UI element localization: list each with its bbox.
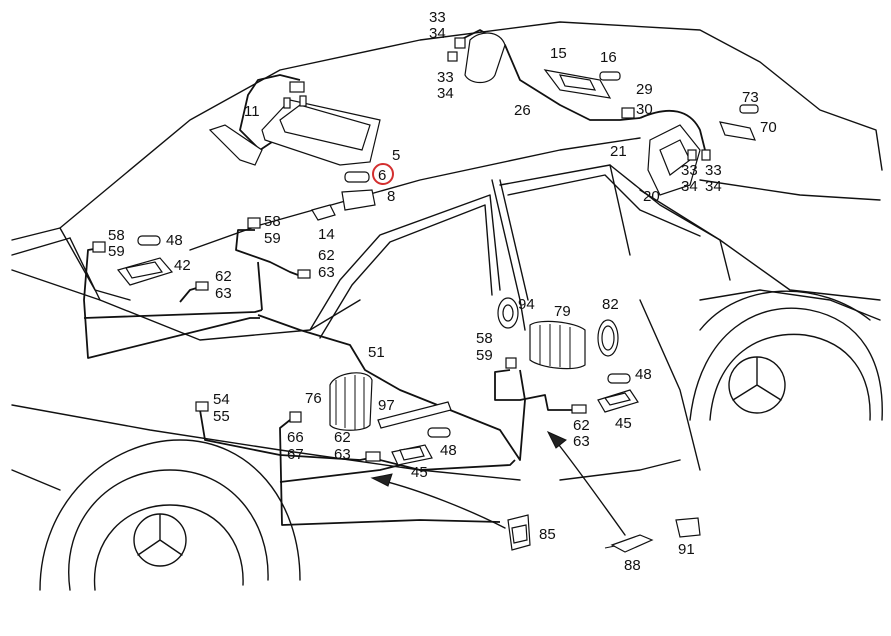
connector-58-59-mid	[247, 217, 261, 229]
connector-66-67	[289, 411, 302, 423]
callout-63d: 63	[334, 446, 351, 463]
callout-88: 88	[624, 557, 641, 574]
bulb-48-left	[137, 235, 161, 246]
lamp-45-right	[597, 389, 639, 413]
boot-79	[529, 320, 586, 370]
rear-wheel	[689, 290, 883, 421]
callout-58b: 58	[264, 213, 281, 230]
callout-66: 66	[287, 429, 304, 446]
callout-67: 67	[287, 446, 304, 463]
callout-45b: 45	[411, 464, 428, 481]
lamp-42	[116, 257, 174, 286]
callout-29: 29	[636, 81, 653, 98]
callout-21: 21	[610, 143, 627, 160]
callout-63b: 63	[318, 264, 335, 281]
callout-58a: 58	[108, 227, 125, 244]
callout-26: 26	[514, 102, 531, 119]
clip-91	[675, 517, 701, 538]
connector-62-63-door	[571, 404, 587, 414]
front-wheel	[39, 439, 301, 591]
callout-6: 6	[378, 167, 386, 184]
callout-34b: 34	[437, 85, 454, 102]
callout-16: 16	[600, 49, 617, 66]
rear-reading-lamp	[447, 32, 506, 84]
clip-14	[311, 204, 336, 221]
wiring-harness	[83, 29, 706, 526]
callout-48b: 48	[635, 366, 652, 383]
callout-54: 54	[213, 391, 230, 408]
switch-85	[507, 514, 531, 551]
bulb-48-lower	[427, 427, 451, 438]
connector-54-55	[195, 401, 209, 412]
rod-97	[377, 401, 452, 429]
callout-62d: 62	[334, 429, 351, 446]
boot-76	[329, 372, 373, 431]
connector-62-63-mid	[297, 269, 311, 279]
callout-58c: 58	[476, 330, 493, 347]
callout-20: 20	[643, 188, 660, 205]
callout-85: 85	[539, 526, 556, 543]
lamp-70	[719, 104, 759, 141]
callout-59c: 59	[476, 347, 493, 364]
switch-88	[604, 534, 654, 553]
callout-33d: 33	[705, 162, 722, 179]
connector-58-59-left	[92, 241, 106, 253]
connector-62-63-lower	[365, 451, 381, 462]
lamp-15	[543, 69, 621, 99]
callout-59a: 59	[108, 243, 125, 260]
arrow-88	[546, 430, 626, 536]
lamp-20	[647, 124, 711, 196]
callout-94: 94	[518, 296, 535, 313]
lamp-45-lower	[391, 444, 433, 466]
callout-51: 51	[368, 344, 385, 361]
callout-34c: 34	[681, 178, 698, 195]
callout-59b: 59	[264, 230, 281, 247]
callout-34d: 34	[705, 178, 722, 195]
connector-62-63-left	[195, 281, 209, 291]
callout-97: 97	[378, 397, 395, 414]
speaker-94	[497, 297, 519, 329]
callout-8: 8	[387, 188, 395, 205]
lens-8	[341, 189, 376, 211]
callout-91: 91	[678, 541, 695, 558]
callout-76: 76	[305, 390, 322, 407]
callout-labels: 33 34 33 34 15 16 29 30 73 70 26 11 5 6 …	[108, 9, 777, 574]
callout-48a: 48	[166, 232, 183, 249]
callout-33c: 33	[681, 162, 698, 179]
callout-11: 11	[244, 103, 260, 120]
callout-62b: 62	[318, 247, 335, 264]
callout-33b: 33	[437, 69, 454, 86]
connector-58-59-door	[505, 357, 517, 369]
callout-48c: 48	[440, 442, 457, 459]
callout-45a: 45	[615, 415, 632, 432]
arrow-85	[370, 473, 506, 529]
dome-light-assembly	[208, 81, 381, 166]
callout-79: 79	[554, 303, 571, 320]
callout-14: 14	[318, 226, 335, 243]
callout-42: 42	[174, 257, 191, 274]
callout-15: 15	[550, 45, 567, 62]
callout-34a: 34	[429, 25, 446, 42]
bulb-48-right	[607, 373, 631, 384]
callout-55: 55	[213, 408, 230, 425]
callout-63c: 63	[573, 433, 590, 450]
callout-62a: 62	[215, 268, 232, 285]
callout-82: 82	[602, 296, 619, 313]
highlight-ring	[372, 163, 394, 185]
callout-62c: 62	[573, 417, 590, 434]
callout-33a: 33	[429, 9, 446, 26]
callout-70: 70	[760, 119, 777, 136]
callout-30: 30	[636, 101, 653, 118]
connector-29-30	[621, 107, 635, 119]
grommet-82	[597, 319, 619, 357]
callout-5: 5	[392, 147, 400, 164]
callout-73: 73	[742, 89, 759, 106]
callout-63a: 63	[215, 285, 232, 302]
bulb-6	[344, 171, 370, 183]
